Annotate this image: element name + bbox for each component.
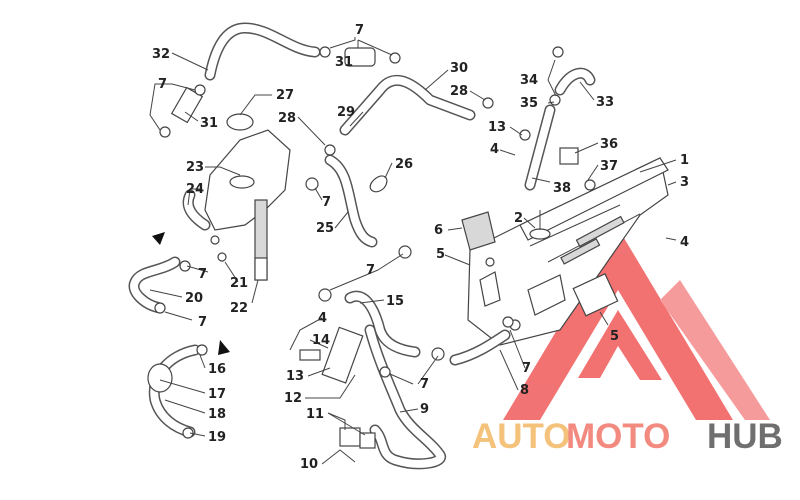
callout-31: 31	[335, 55, 353, 70]
callout-11: 11	[306, 407, 324, 422]
callout-26: 26	[395, 157, 413, 172]
callout-24: 24	[186, 182, 204, 197]
callout-7: 7	[158, 77, 167, 92]
callout-7: 7	[198, 315, 207, 330]
callout-5: 5	[610, 329, 619, 344]
callout-38: 38	[553, 181, 571, 196]
callout-16: 16	[208, 362, 226, 377]
callout-17: 17	[208, 387, 226, 402]
callout-4: 4	[490, 142, 499, 157]
callout-25: 25	[316, 221, 334, 236]
callout-7: 7	[420, 377, 429, 392]
clip-part	[529, 228, 551, 240]
watermark-hub: HUB	[707, 417, 783, 456]
callout-29: 29	[337, 105, 355, 120]
callout-2: 2	[514, 211, 523, 226]
callout-7: 7	[522, 361, 531, 376]
callout-7: 7	[198, 267, 207, 282]
callout-3: 3	[680, 175, 689, 190]
callout-36: 36	[600, 137, 618, 152]
callout-15: 15	[386, 294, 404, 309]
callout-28: 28	[278, 111, 296, 126]
callout-18: 18	[208, 407, 226, 422]
callout-7: 7	[355, 23, 364, 38]
callout-22: 22	[230, 301, 248, 316]
callout-28: 28	[450, 84, 468, 99]
callout-34: 34	[520, 73, 538, 88]
watermark-text: AUTO MOTO HUB	[472, 417, 783, 456]
callout-37: 37	[600, 159, 618, 174]
callout-13: 13	[286, 369, 304, 384]
callout-30: 30	[450, 61, 468, 76]
callout-4: 4	[318, 311, 327, 326]
callout-8: 8	[520, 383, 529, 398]
callout-9: 9	[420, 402, 429, 417]
callout-labels: 1 2 3 4 4 4 5 5 6 7 7 7 7 7 7 7 7 8 9 10…	[152, 23, 689, 472]
callout-13: 13	[488, 120, 506, 135]
expansion-tank	[204, 113, 291, 281]
callout-7: 7	[322, 195, 331, 210]
callout-4: 4	[680, 235, 689, 250]
callout-23: 23	[186, 160, 204, 175]
callout-32: 32	[152, 47, 170, 62]
watermark-auto: AUTO	[472, 417, 571, 456]
callout-5: 5	[436, 247, 445, 262]
callout-31: 31	[200, 116, 218, 131]
watermark-logo	[503, 228, 770, 420]
callout-21: 21	[230, 276, 248, 291]
callout-7: 7	[366, 263, 375, 278]
callout-12: 12	[284, 391, 302, 406]
callout-35: 35	[520, 96, 538, 111]
callout-14: 14	[312, 333, 330, 348]
callout-20: 20	[185, 291, 203, 306]
hoses	[128, 22, 596, 470]
callout-10: 10	[300, 457, 318, 472]
callout-33: 33	[596, 95, 614, 110]
callout-19: 19	[208, 430, 226, 445]
callout-27: 27	[276, 88, 294, 103]
leader-lines	[149, 37, 677, 465]
watermark-moto: MOTO	[566, 417, 670, 456]
direction-arrows	[152, 232, 230, 355]
callout-6: 6	[434, 223, 443, 238]
callout-1: 1	[680, 153, 689, 168]
heat-shield	[461, 211, 496, 251]
